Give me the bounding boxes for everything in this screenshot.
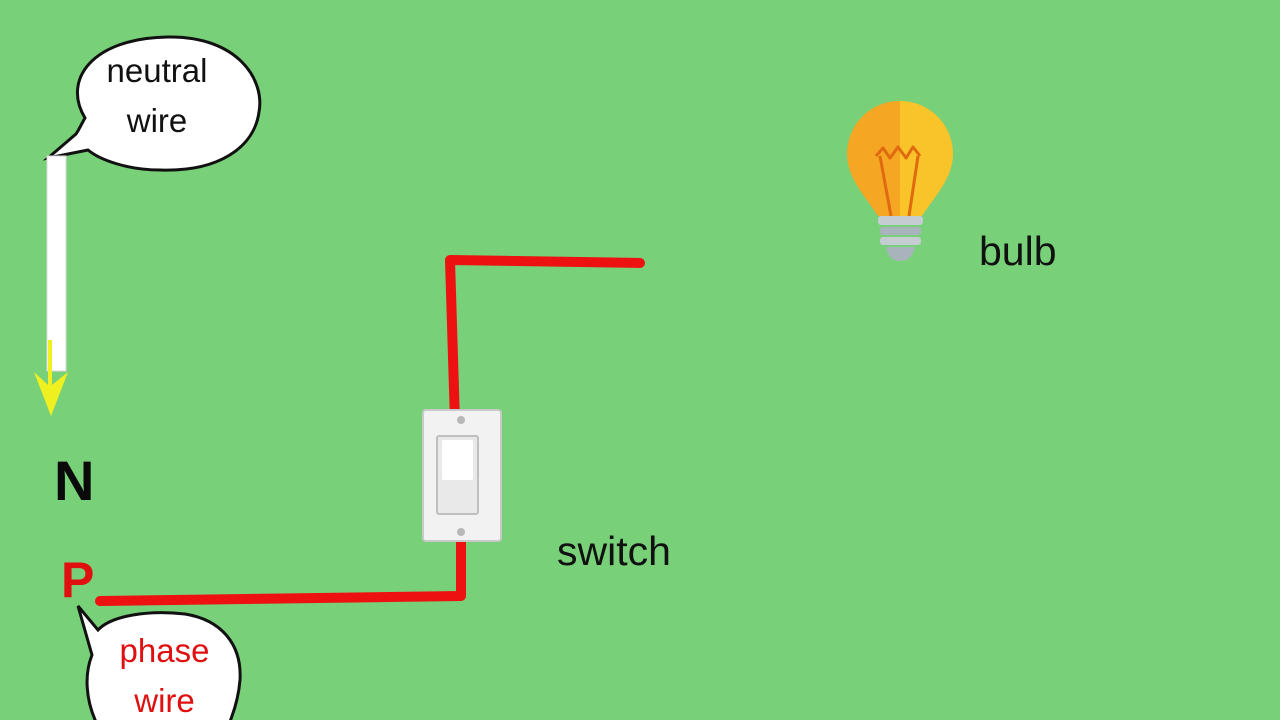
- down-arrow-icon: [34, 340, 68, 416]
- neutral-wire-label: neutral wire: [82, 46, 232, 146]
- phase-wire-label: phase wire: [92, 626, 237, 720]
- phase-wire-to-switch: [95, 535, 466, 606]
- neutral-wire: [46, 155, 67, 372]
- neutral-label-line-1: neutral: [106, 52, 208, 89]
- phase-label-line-2: wire: [134, 682, 195, 719]
- phase-label-line-1: phase: [119, 632, 210, 669]
- bulb-label: bulb: [979, 228, 1057, 274]
- phase-speech-bubble: [76, 605, 242, 720]
- wall-switch-icon: [422, 409, 502, 542]
- switch-label: switch: [557, 528, 671, 574]
- light-bulb-icon: [847, 101, 953, 261]
- neutral-terminal-label: N: [54, 449, 95, 512]
- phase-terminal-label: P: [61, 552, 95, 608]
- neutral-label-line-2: wire: [126, 102, 188, 139]
- neutral-speech-bubble: [42, 35, 262, 172]
- phase-wire-from-switch: [445, 255, 645, 427]
